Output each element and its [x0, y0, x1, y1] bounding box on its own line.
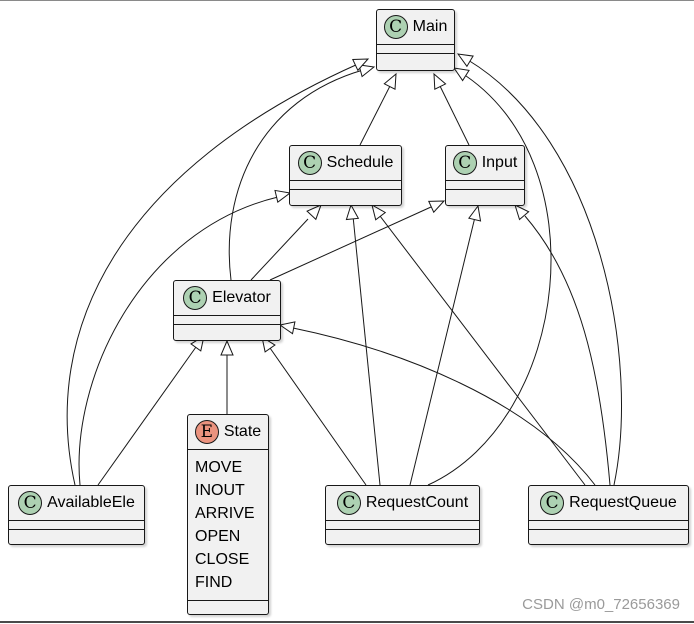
edge-availableele-elevator	[97, 346, 197, 486]
class-c-icon: C	[452, 151, 477, 175]
arrowhead-requestcount-schedule	[345, 203, 360, 221]
attributes-compartment	[290, 181, 401, 189]
edge-input-main	[438, 83, 470, 146]
edge-requestqueue-schedule	[379, 215, 586, 486]
arrowhead-elevator-input	[428, 200, 446, 214]
enum-value: FIND	[195, 574, 233, 591]
enum-value: CLOSE	[195, 551, 250, 568]
arrowhead-schedule-main	[383, 72, 397, 90]
attributes-divider	[290, 180, 401, 181]
attributes-divider	[9, 520, 144, 521]
class-name: RequestCount	[365, 494, 469, 511]
class-c-icon: C	[18, 491, 43, 515]
attributes-compartment	[174, 316, 280, 324]
arrowhead-availableele-schedule	[274, 189, 292, 203]
enum-values: MOVE INOUT ARRIVE OPEN CLOSE FIND	[188, 450, 268, 600]
class-c-icon: C	[383, 15, 408, 39]
enum-name: State	[223, 423, 262, 440]
arrowhead-state-elevator	[220, 339, 234, 356]
edge-schedule-main	[359, 83, 392, 146]
methods-compartment	[446, 190, 524, 198]
arrowhead-requestcount-main	[452, 67, 470, 82]
attributes-compartment	[377, 45, 454, 53]
attributes-divider	[446, 180, 524, 181]
methods-divider	[326, 529, 479, 530]
class-c-icon: C	[336, 491, 361, 515]
class-name: RequestQueue	[569, 494, 677, 511]
edge-requestqueue-main	[467, 59, 622, 486]
arrowhead-elevator-schedule	[306, 204, 322, 221]
arrowhead-requestcount-input	[468, 204, 482, 222]
edge-requestqueue-elevator	[292, 327, 596, 486]
frame-bottom-border	[0, 621, 694, 623]
class-c-icon: C	[183, 286, 208, 310]
edge-requestcount-main	[427, 71, 552, 486]
methods-compartment	[290, 190, 401, 198]
arrowhead-requestqueue-main	[456, 53, 474, 68]
attributes-divider	[529, 520, 688, 521]
methods-divider	[188, 600, 268, 601]
attributes-compartment	[9, 521, 144, 529]
enum-value: OPEN	[195, 528, 241, 545]
methods-compartment	[9, 530, 144, 538]
values-divider	[188, 449, 268, 450]
enum-value: ARRIVE	[195, 505, 255, 522]
arrowhead-elevator-main	[358, 64, 376, 78]
arrowhead-input-main	[433, 72, 447, 90]
enum-value: INOUT	[195, 482, 245, 499]
watermark: CSDN @m0_72656369	[522, 596, 680, 613]
enum-value: MOVE	[195, 459, 243, 476]
class-name: Elevator	[212, 289, 271, 306]
edge-elevator-schedule	[250, 218, 309, 281]
methods-divider	[290, 189, 401, 190]
class-name: AvailableEle	[47, 494, 135, 511]
methods-compartment	[529, 530, 688, 538]
attributes-compartment	[446, 181, 524, 189]
class-name: Schedule	[326, 154, 394, 171]
class-c-icon: C	[540, 491, 565, 515]
edge-requestcount-input	[409, 216, 476, 486]
arrowhead-requestqueue-schedule	[371, 203, 387, 221]
edge-availableele-main	[66, 63, 359, 486]
attributes-divider	[326, 520, 479, 521]
enum-e-icon: E	[194, 420, 219, 444]
methods-divider	[174, 324, 280, 325]
class-name: Input	[481, 154, 518, 171]
edge-requestqueue-input	[524, 215, 611, 486]
frame-top-border	[0, 0, 694, 1]
methods-divider	[9, 529, 144, 530]
arrowhead-availableele-main	[352, 58, 370, 72]
attributes-compartment	[529, 521, 688, 529]
methods-divider	[529, 529, 688, 530]
edge-elevator-input	[269, 206, 432, 281]
arrowhead-requestqueue-elevator	[278, 321, 296, 335]
edge-requestcount-elevator	[269, 347, 367, 486]
edge-requestcount-schedule	[352, 215, 381, 486]
methods-compartment	[326, 530, 479, 538]
arrowhead-requestqueue-input	[514, 204, 530, 221]
methods-compartment	[174, 325, 280, 333]
attributes-divider	[377, 44, 454, 45]
class-name: Main	[412, 18, 448, 35]
edge-elevator-main	[228, 69, 364, 281]
methods-divider	[377, 53, 454, 54]
class-c-icon: C	[297, 151, 322, 175]
attributes-divider	[174, 315, 280, 316]
attributes-compartment	[326, 521, 479, 529]
methods-compartment	[377, 54, 454, 62]
edge-availableele-schedule	[78, 196, 279, 486]
methods-divider	[446, 189, 524, 190]
